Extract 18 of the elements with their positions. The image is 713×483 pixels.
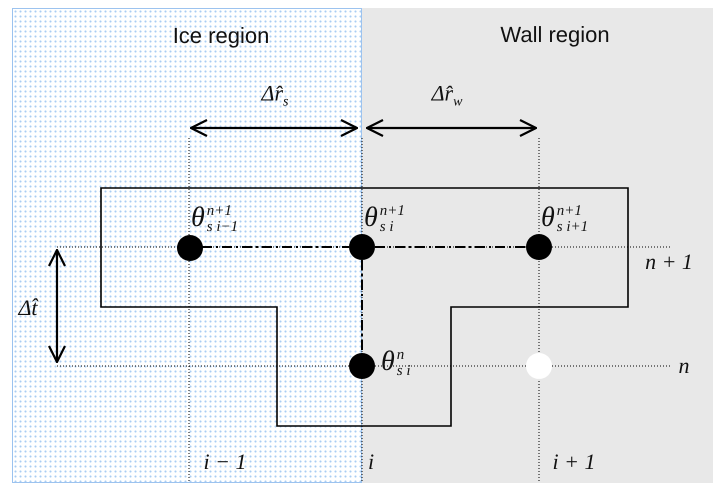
- axis-label: n: [678, 355, 690, 377]
- region-panel: [12, 8, 362, 483]
- connector-line: [375, 246, 526, 248]
- connector-line: [361, 260, 363, 353]
- axis-label: i + 1: [552, 451, 596, 473]
- dimension-label: Δt̂: [18, 297, 38, 319]
- dimension-label: Δr̂$_{s}$: [262, 82, 288, 110]
- region-heading: Ice region: [172, 23, 270, 49]
- grid-point: [526, 234, 552, 260]
- axis-label: n + 1: [645, 251, 693, 273]
- grid-point: [177, 235, 203, 261]
- connector-line: [202, 246, 349, 248]
- axis-label: i − 1: [204, 451, 246, 473]
- empty-grid-point: [526, 353, 552, 379]
- dimension-label: Δr̂$_{w}$: [432, 82, 462, 110]
- region-heading: Wall region: [500, 22, 610, 48]
- axis-label: i: [368, 451, 374, 473]
- region-panel: [362, 8, 713, 483]
